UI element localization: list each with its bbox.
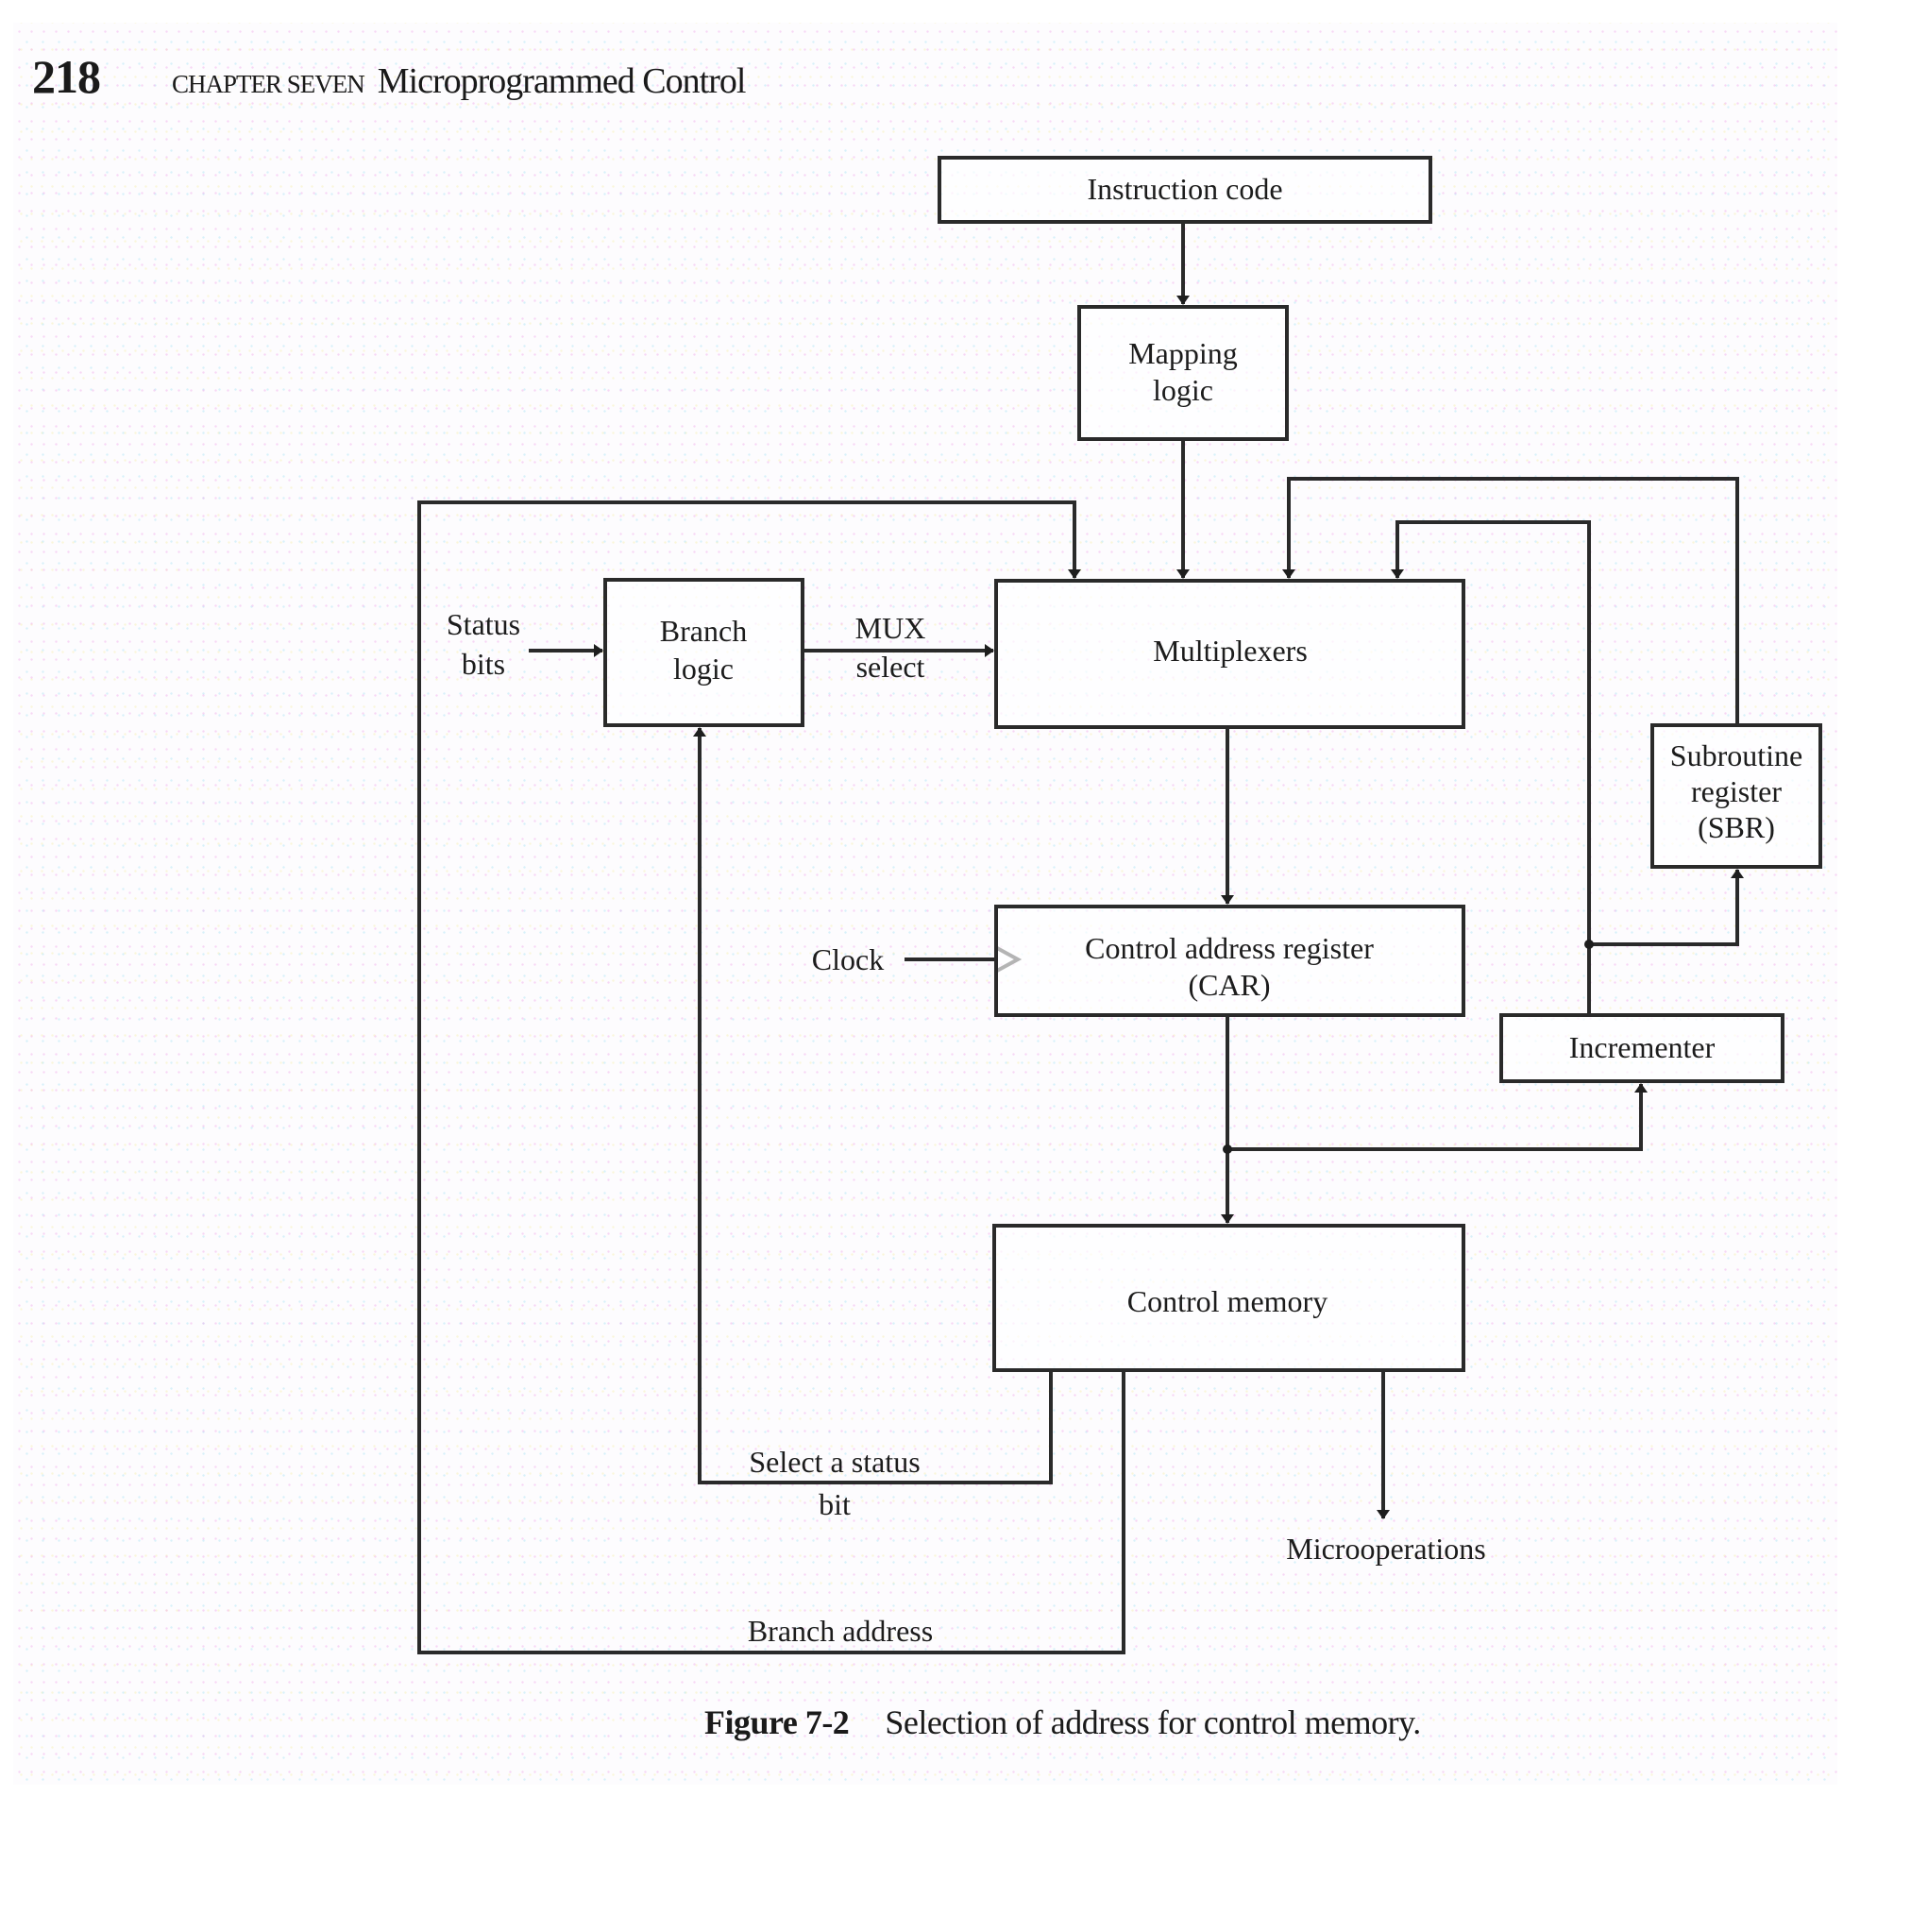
instruction-code-block: Instruction code [938, 156, 1432, 224]
figure-caption-text: Selection of address for control memory. [885, 1703, 1421, 1741]
select-status-bit-label-line1: Select a status [749, 1445, 920, 1479]
book-page [13, 23, 1837, 1785]
multiplexers-label: Multiplexers [1153, 634, 1308, 668]
branch-logic-label-line1: Branch [660, 614, 747, 648]
subroutine-register-block: Subroutine register (SBR) [1650, 723, 1822, 869]
sbr-label-line1: Subroutine [1670, 738, 1802, 772]
instruction-code-label: Instruction code [1087, 172, 1282, 206]
mapping-logic-block: Mapping logic [1077, 305, 1289, 441]
wire-select-status-bit [693, 727, 1053, 1484]
mapping-logic-label-line1: Mapping [1128, 336, 1238, 370]
status-bits-label-line2: bits [462, 647, 505, 681]
junction-dot [1584, 940, 1594, 949]
sbr-label-line2: register [1691, 774, 1782, 808]
control-memory-block: Control memory [992, 1224, 1465, 1372]
wire-sbr-to-mux [1282, 477, 1739, 725]
wire-car-to-incrementer [1227, 1083, 1648, 1151]
figure-number: Figure 7-2 [704, 1703, 850, 1741]
status-bits-label-line1: Status [447, 607, 520, 641]
control-address-register-block: Control address register (CAR) [994, 905, 1465, 1017]
sbr-label-line3: (SBR) [1698, 810, 1775, 844]
car-label-line1: Control address register [1085, 931, 1374, 965]
junction-dot [1223, 1144, 1232, 1154]
chapter-label: CHAPTER SEVEN [172, 70, 365, 98]
select-status-bit-label-line2: bit [819, 1487, 851, 1521]
incrementer-label: Incrementer [1569, 1030, 1716, 1064]
incrementer-block: Incrementer [1499, 1013, 1784, 1083]
multiplexers-block: Multiplexers [994, 579, 1465, 729]
branch-logic-block: Branch logic [603, 578, 804, 727]
wire-branch-address-loop [417, 500, 1125, 1654]
control-memory-label: Control memory [1127, 1284, 1328, 1318]
branch-logic-label-line2: logic [673, 652, 734, 686]
branch-address-label: Branch address [748, 1614, 933, 1648]
mux-select-label-line1: MUX [855, 611, 926, 645]
page-number: 218 [32, 50, 101, 103]
figure-caption: Figure 7-2 Selection of address for contr… [704, 1703, 1421, 1742]
mapping-logic-label-line2: logic [1153, 373, 1213, 407]
chapter-title: Microprogrammed Control [377, 61, 747, 101]
wire-incrementer-to-mux [1391, 520, 1591, 1015]
wires [417, 223, 1744, 1654]
mux-select-label-line2: select [856, 650, 925, 684]
clock-label: Clock [812, 942, 884, 976]
wire-incrementer-to-sbr [1589, 869, 1744, 946]
microoperations-label: Microoperations [1286, 1532, 1486, 1566]
page-header: 218 CHAPTER SEVEN Microprogrammed Contro… [32, 49, 747, 104]
car-label-line2: (CAR) [1188, 968, 1270, 1002]
